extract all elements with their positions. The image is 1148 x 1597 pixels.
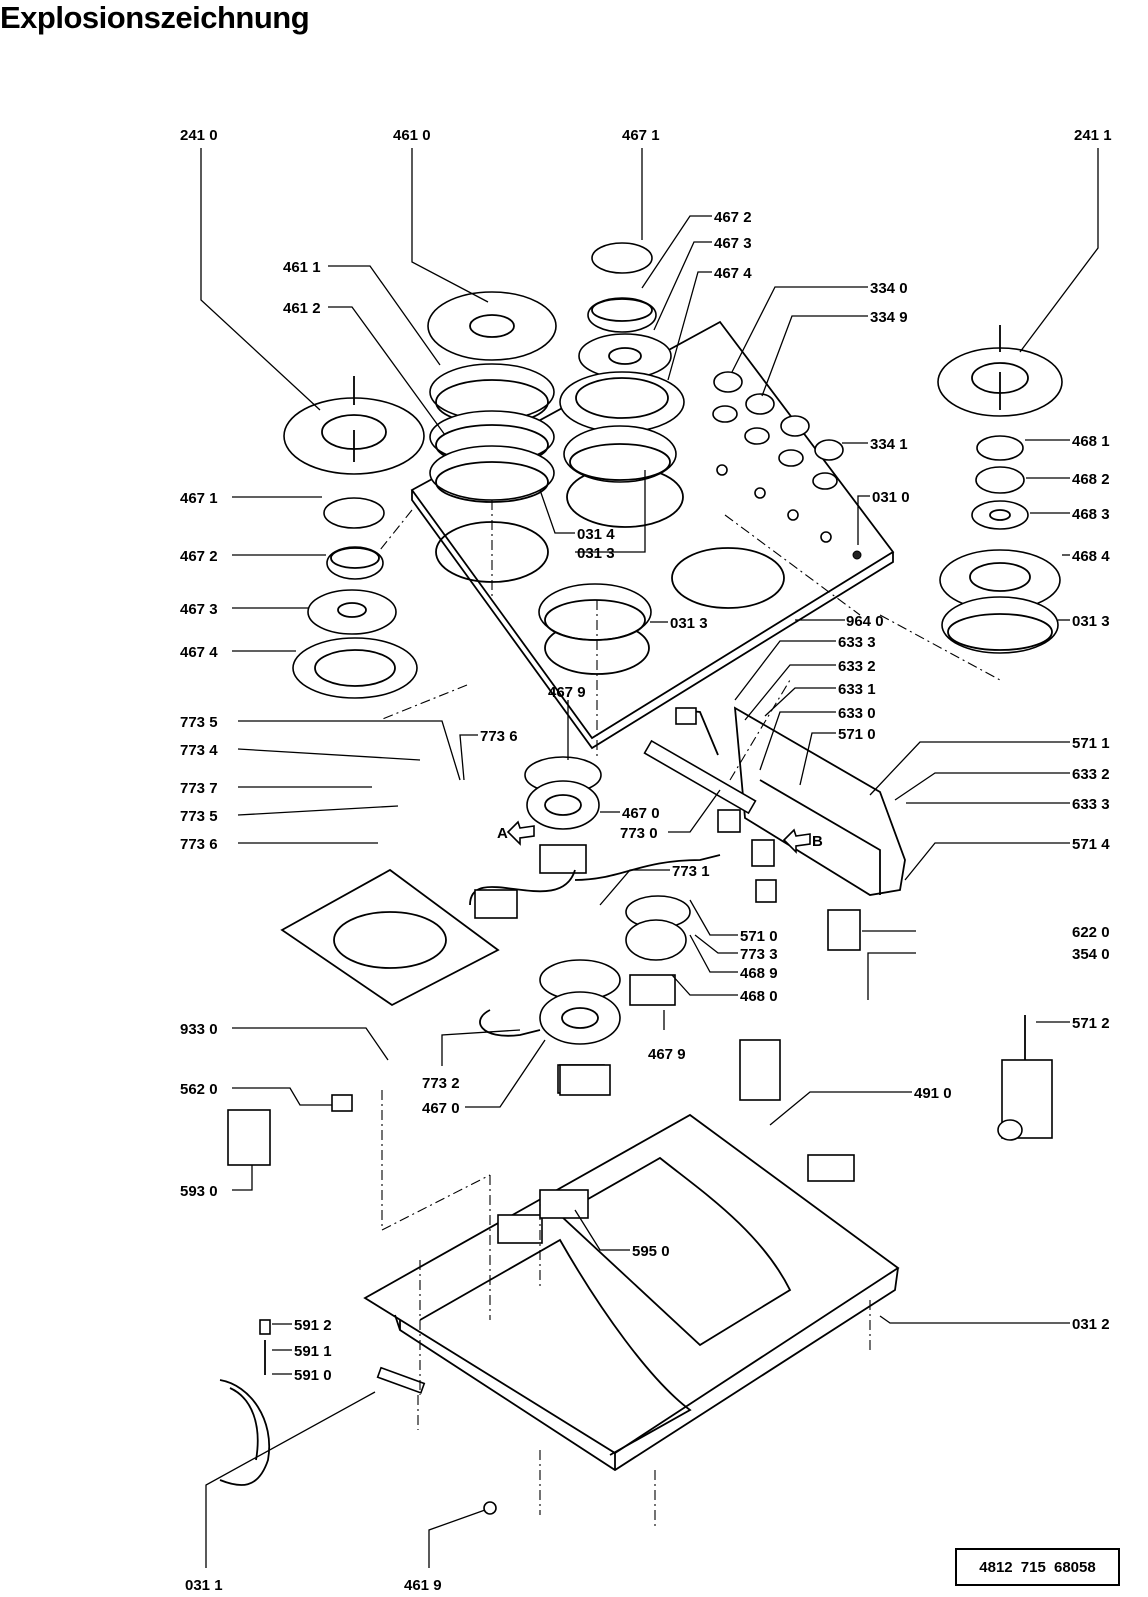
label-0313-center: 031 3 — [670, 615, 708, 632]
label-4610: 461 0 — [393, 127, 431, 144]
label-5930: 593 0 — [180, 1183, 218, 1200]
label-3540: 354 0 — [1072, 946, 1110, 963]
base-tray — [219, 1015, 1053, 1515]
label-7732: 773 2 — [422, 1075, 460, 1092]
label-4673-top: 467 3 — [714, 235, 752, 252]
burner-group-467 — [559, 242, 685, 483]
assembly-axes — [379, 500, 1001, 1530]
label-4674-top: 467 4 — [714, 265, 752, 282]
label-5950: 595 0 — [632, 1243, 670, 1260]
label-4683: 468 3 — [1072, 506, 1110, 523]
label-7737: 773 7 — [180, 780, 218, 797]
label-5911: 591 1 — [294, 1343, 332, 1360]
view-arrows: A B — [497, 820, 823, 854]
label-6330: 633 0 — [838, 705, 876, 722]
label-7736-b: 773 6 — [180, 836, 218, 853]
label-2410: 241 0 — [180, 127, 218, 144]
label-4612: 461 2 — [283, 300, 321, 317]
label-7733: 773 3 — [740, 946, 778, 963]
lower-burners — [469, 756, 721, 1094]
label-5711: 571 1 — [1072, 735, 1110, 752]
label-4679-a: 467 9 — [548, 684, 586, 701]
page-title: Explosionszeichnung — [0, 0, 310, 35]
label-4679-b: 467 9 — [648, 1046, 686, 1063]
label-4684: 468 4 — [1072, 548, 1110, 565]
label-7734: 773 4 — [180, 742, 218, 759]
label-5714: 571 4 — [1072, 836, 1110, 853]
label-4672-left: 467 2 — [180, 548, 218, 565]
label-6331: 633 1 — [838, 681, 876, 698]
part-labels: 241 0 461 0 467 1 241 1 467 2 467 3 467 … — [180, 127, 1112, 1594]
label-4619: 461 9 — [404, 1577, 442, 1594]
label-5710-a: 571 0 — [838, 726, 876, 743]
label-9330: 933 0 — [180, 1021, 218, 1038]
pan-support-right — [937, 325, 1063, 417]
label-4680: 468 0 — [740, 988, 778, 1005]
label-4670-b: 467 0 — [422, 1100, 460, 1117]
label-4674-left: 467 4 — [180, 644, 218, 661]
label-4671-top: 467 1 — [622, 127, 660, 144]
label-4673-left: 467 3 — [180, 601, 218, 618]
control-knobs — [712, 371, 844, 490]
label-3341: 334 1 — [870, 436, 908, 453]
label-5912: 591 2 — [294, 1317, 332, 1334]
label-4681: 468 1 — [1072, 433, 1110, 450]
label-6332-b: 633 2 — [1072, 766, 1110, 783]
label-0313-right: 031 3 — [1072, 613, 1110, 630]
label-0312: 031 2 — [1072, 1316, 1110, 1333]
heat-shield-plate — [280, 868, 518, 1007]
arrow-a-label: A — [497, 825, 508, 842]
leader-lines — [200, 148, 1099, 1568]
label-7731: 773 1 — [672, 863, 710, 880]
gas-manifold — [643, 706, 906, 951]
label-7736-a: 773 6 — [480, 728, 518, 745]
label-0311: 031 1 — [185, 1577, 223, 1594]
label-4672-top: 467 2 — [714, 209, 752, 226]
label-7735-a: 773 5 — [180, 714, 218, 731]
arrow-b-label: B — [812, 833, 823, 850]
label-2411: 241 1 — [1074, 127, 1112, 144]
label-0313-mid: 031 3 — [577, 545, 615, 562]
document-number-box: 4812 715 68058 — [955, 1548, 1120, 1586]
pan-support-left — [283, 376, 425, 475]
label-7730: 773 0 — [620, 825, 658, 842]
label-4689: 468 9 — [740, 965, 778, 982]
label-5910: 591 0 — [294, 1367, 332, 1384]
label-4910: 491 0 — [914, 1085, 952, 1102]
label-4670-a: 467 0 — [622, 805, 660, 822]
burner-group-461 — [427, 291, 557, 503]
label-4611: 461 1 — [283, 259, 321, 276]
label-0310: 031 0 — [872, 489, 910, 506]
burner-group-468 — [939, 435, 1061, 654]
label-9640: 964 0 — [846, 613, 884, 630]
label-5620: 562 0 — [180, 1081, 218, 1098]
label-6333-b: 633 3 — [1072, 796, 1110, 813]
label-3340: 334 0 — [870, 280, 908, 297]
burner-group-467-left — [292, 497, 652, 699]
label-7735-b: 773 5 — [180, 808, 218, 825]
label-6333-a: 633 3 — [838, 634, 876, 651]
label-6220: 622 0 — [1072, 924, 1110, 941]
label-6332-a: 633 2 — [838, 658, 876, 675]
label-0314: 031 4 — [577, 526, 615, 543]
label-5710-b: 571 0 — [740, 928, 778, 945]
label-4671-left: 467 1 — [180, 490, 218, 507]
label-4682: 468 2 — [1072, 471, 1110, 488]
label-3349: 334 9 — [870, 309, 908, 326]
label-5712: 571 2 — [1072, 1015, 1110, 1032]
